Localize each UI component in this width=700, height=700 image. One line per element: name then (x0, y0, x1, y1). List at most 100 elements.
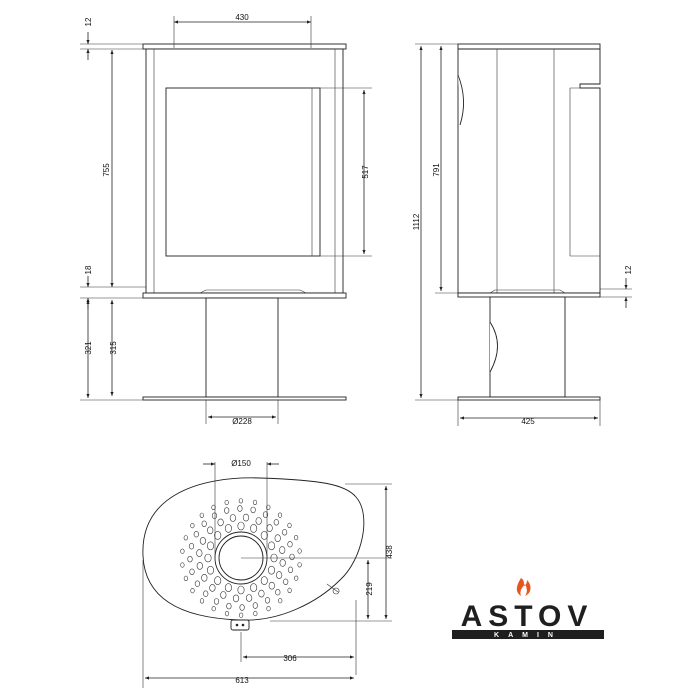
perforation-hole (277, 512, 283, 518)
perforation-hole (209, 584, 216, 592)
perforation-hole (252, 602, 258, 609)
perforation-hole (224, 610, 230, 617)
brand-bar (452, 630, 604, 639)
top-perforations (180, 498, 302, 618)
side-handle-top (457, 74, 464, 126)
perforation-hole (237, 505, 243, 512)
front-pedestal (205, 297, 279, 398)
dim-side-body-height: 791 (432, 163, 441, 177)
perforation-hole (180, 562, 185, 568)
front-door (165, 87, 321, 257)
front-view: 430 12 755 18 321 315 517 Ø228 (80, 13, 372, 426)
dim-front-top-plate: 12 (84, 17, 93, 26)
perforation-hole (238, 498, 243, 504)
perforation-hole (183, 535, 188, 541)
perforation-hole (250, 506, 256, 514)
perforation-hole (297, 548, 302, 554)
perforation-hole (199, 598, 205, 604)
perforation-hole (266, 504, 271, 510)
perforation-hole (204, 553, 212, 563)
perforation-hole (199, 537, 206, 545)
perforation-hole (201, 520, 207, 527)
perforation-hole (279, 546, 286, 554)
perforation-hole (279, 559, 286, 567)
perforation-hole (193, 530, 199, 538)
perforation-hole (207, 526, 214, 535)
perforation-hole (267, 565, 275, 575)
perforation-hole (224, 583, 232, 592)
dim-front-pedestal-total: 321 (84, 341, 93, 355)
dim-top-width: 613 (235, 676, 249, 685)
perforation-hole (201, 573, 208, 582)
perforation-hole (199, 512, 204, 518)
side-view: 1112 791 12 425 (412, 43, 633, 426)
perforation-hole (214, 531, 222, 540)
perforation-hole (239, 612, 244, 618)
perforation-hole (207, 565, 215, 575)
perforation-hole (253, 610, 258, 617)
brand-name: ASTOV (461, 600, 594, 633)
dim-side-base-width: 425 (521, 417, 535, 426)
perforation-hole (229, 514, 236, 522)
perforation-hole (274, 534, 281, 543)
perforation-hole (246, 594, 253, 602)
dim-top-offset-y: 219 (365, 582, 374, 596)
perforation-hole (287, 540, 293, 548)
top-view: Ø150 438 219 306 613 (142, 459, 394, 688)
flame-icon (516, 578, 531, 596)
perforation-hole (268, 581, 275, 590)
perforation-hole (250, 583, 258, 592)
perforation-hole (266, 605, 271, 612)
dim-top-offset-x: 306 (283, 654, 297, 663)
side-handle-low (489, 321, 498, 373)
perforation-hole (224, 499, 229, 506)
front-base-plate (142, 396, 347, 401)
dim-front-lower-gap: 18 (84, 265, 93, 274)
perforation-hole (232, 594, 240, 603)
perforation-hole (211, 606, 216, 612)
perforation-hole (239, 604, 245, 611)
top-ash-handle (230, 619, 250, 631)
perforation-hole (276, 571, 283, 579)
perforation-hole (224, 507, 230, 514)
perforation-hole (287, 522, 292, 529)
perforation-hole (190, 587, 195, 594)
perforation-hole (297, 562, 302, 568)
perforation-hole (211, 512, 218, 519)
perforation-hole (194, 580, 200, 587)
front-top-plate (142, 43, 347, 50)
perforation-hole (275, 588, 281, 596)
perforation-hole (226, 602, 232, 610)
dim-top-depth: 438 (385, 545, 394, 559)
side-body (457, 48, 601, 294)
perforation-hole (203, 590, 209, 597)
perforation-hole (224, 524, 232, 533)
perforation-hole (294, 534, 299, 541)
perforation-hole (237, 585, 245, 595)
perforation-hole (196, 549, 203, 557)
perforation-hole (188, 542, 195, 550)
perforation-hole (264, 597, 271, 604)
perforation-hole (217, 518, 224, 527)
perforation-hole (289, 553, 295, 561)
dim-front-pedestal-diameter: Ø228 (232, 417, 252, 426)
perforation-hole (260, 531, 268, 540)
perforation-hole (262, 511, 269, 518)
perforation-hole (255, 517, 262, 525)
perforation-hole (250, 524, 258, 533)
perforation-hole (294, 575, 299, 581)
perforation-hole (282, 529, 288, 536)
perforation-hole (207, 541, 215, 551)
perforation-hole (287, 587, 292, 594)
perforation-hole (258, 589, 265, 598)
perforation-hole (287, 566, 294, 573)
dim-front-pedestal-height: 315 (109, 341, 118, 355)
side-lower-plate (457, 292, 601, 298)
brand-logo: ASTOV KAMIN (452, 578, 604, 639)
dim-front-door-height: 517 (361, 165, 370, 179)
side-pedestal (489, 296, 566, 398)
perforation-hole (190, 522, 195, 529)
front-lower-plate (142, 292, 347, 299)
side-top-plate (457, 43, 601, 50)
brand-subtitle: KAMIN (494, 632, 562, 639)
